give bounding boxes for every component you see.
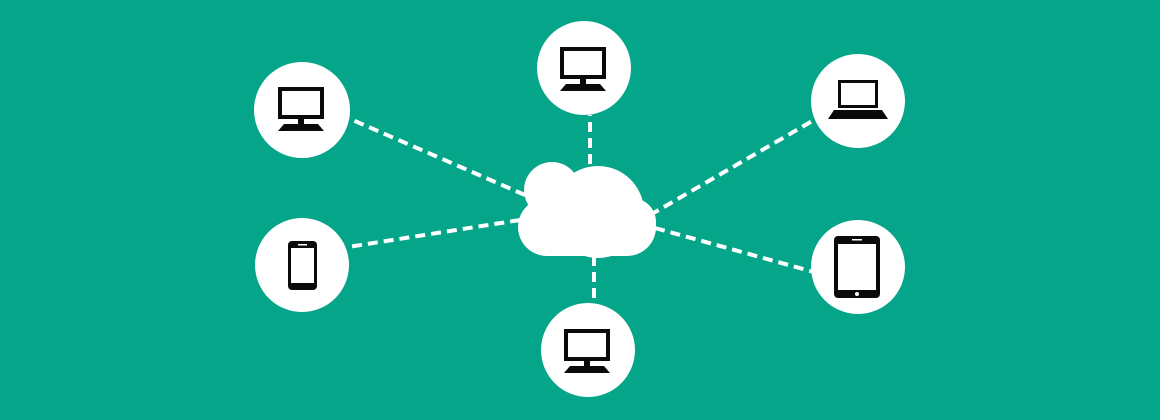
node-desktop-top-center <box>537 21 631 115</box>
tablet-icon <box>834 236 880 298</box>
desktop-monitor-icon <box>560 47 606 91</box>
link-tablet-right <box>654 226 815 274</box>
node-laptop-top-right <box>811 54 905 148</box>
link-desktop-top-left <box>347 116 526 197</box>
laptop-icon <box>828 80 888 119</box>
node-smartphone-left <box>255 218 349 312</box>
node-tablet-right <box>811 220 905 314</box>
link-smartphone-left <box>347 218 521 249</box>
node-desktop-top-left <box>254 62 350 158</box>
smartphone-icon <box>288 241 317 290</box>
desktop-monitor-icon <box>564 329 610 373</box>
desktop-monitor-icon <box>278 87 324 131</box>
node-desktop-bottom-center <box>541 303 635 397</box>
connection-links <box>347 115 816 308</box>
cloud-icon <box>518 162 656 258</box>
